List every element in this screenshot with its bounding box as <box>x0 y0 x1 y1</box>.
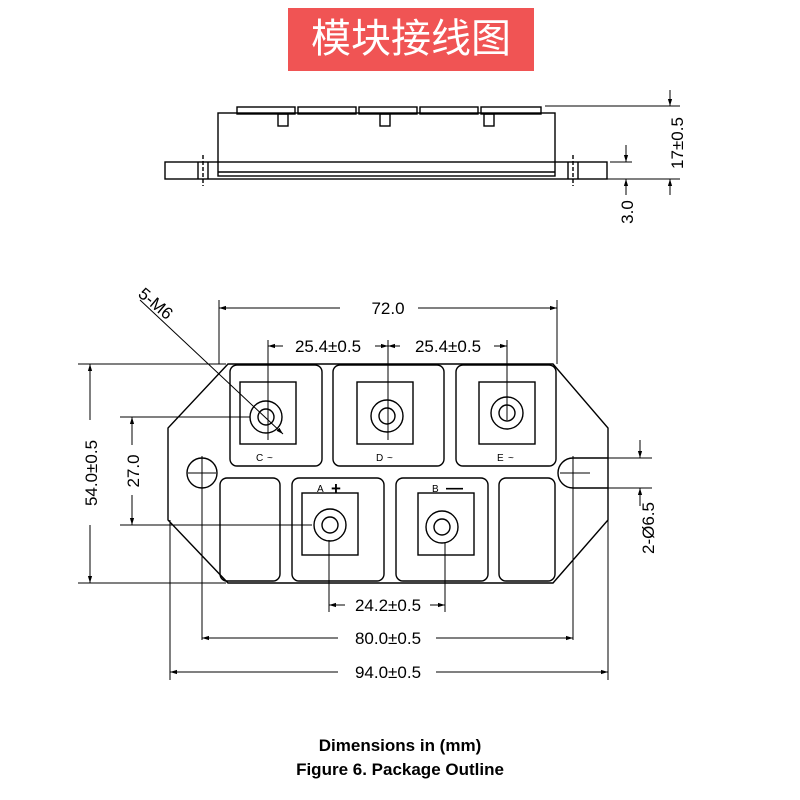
height-dimension: 54.0±0.5 <box>82 440 101 506</box>
terminal-b <box>417 492 475 556</box>
terminal-symbol-b: — <box>446 478 463 497</box>
terminal-label-c: C <box>256 453 263 464</box>
terminal-label-e: E <box>497 453 504 464</box>
side-terminal-cap <box>419 106 479 115</box>
ab-pitch-dimension: 24.2±0.5 <box>355 596 421 615</box>
mounting-slot-right <box>557 457 608 489</box>
terminal-symbol-e: ~ <box>508 453 514 464</box>
side-terminal-cap <box>236 106 296 115</box>
side-body <box>217 112 556 177</box>
side-height-dimension: 17±0.5 <box>668 117 687 169</box>
screw-b <box>425 510 459 544</box>
module-outline <box>167 363 609 584</box>
screw-a <box>313 508 347 542</box>
screw-d <box>370 399 404 433</box>
overall-length-dimension: 94.0±0.5 <box>355 663 421 682</box>
terminal-pocket-e <box>455 364 557 467</box>
terminal-label-b: B <box>432 484 439 495</box>
pitch-dimension-right: 25.4±0.5 <box>415 337 481 356</box>
terminal-symbol-c: ~ <box>267 453 273 464</box>
terminal-label-d: D <box>376 453 383 464</box>
width-dimension: 72.0 <box>371 299 404 318</box>
diagram-title-banner: 模块接线图 <box>288 8 534 71</box>
mount-pitch-dimension: 80.0±0.5 <box>355 629 421 648</box>
caption-dimensions: Dimensions in (mm) <box>318 736 482 755</box>
terminal-symbol-a: + <box>331 479 341 498</box>
terminal-d <box>356 381 414 445</box>
top-view <box>78 299 652 680</box>
terminal-pocket-b <box>395 477 489 582</box>
side-base-dimension: 3.0 <box>618 200 637 224</box>
terminal-symbol-d: ~ <box>387 453 393 464</box>
side-terminal-cap <box>480 106 542 115</box>
side-base-flange <box>164 161 608 180</box>
pitch-dimension-left: 25.4±0.5 <box>295 337 361 356</box>
screw-spec-label: 5-M6 <box>135 284 177 323</box>
side-terminal-cap <box>297 106 357 115</box>
caption-figure-title: Figure 6. Package Outline <box>296 760 504 779</box>
terminal-label-a: A <box>317 484 324 495</box>
hole-dimension: 2-Ø6.5 <box>639 502 658 554</box>
mount-span-dimension: 27.0 <box>124 454 143 487</box>
terminal-a <box>301 492 359 556</box>
side-view <box>164 90 680 195</box>
terminal-pocket-a <box>291 477 385 582</box>
terminal-pocket-c <box>229 364 323 467</box>
